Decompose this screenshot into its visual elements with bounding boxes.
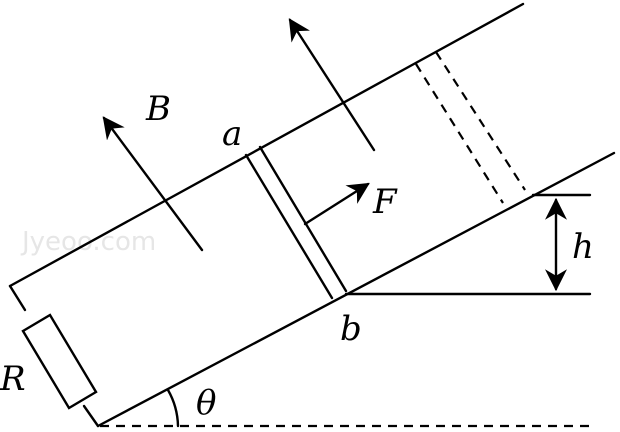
rod-ab-left-edge <box>244 153 334 300</box>
angle-arc <box>166 388 180 428</box>
rod-ab-right-edge <box>258 145 348 293</box>
label-b: b <box>340 309 362 349</box>
lower-rail <box>96 151 616 428</box>
label-h: h <box>572 227 594 267</box>
rod-final-position-left <box>415 63 504 204</box>
label-R: R <box>0 359 26 399</box>
label-theta: θ <box>196 383 216 423</box>
field-arrow-icon-left <box>102 116 204 252</box>
rod-final-position-right <box>435 51 526 191</box>
field-arrow-icon-right <box>288 18 376 152</box>
label-B: B <box>145 89 171 129</box>
label-F: F <box>372 182 398 222</box>
resistor-icon <box>21 313 98 410</box>
left-wire-lower <box>82 404 100 428</box>
label-a: a <box>222 114 242 154</box>
force-arrow-icon <box>303 182 370 226</box>
left-wire-upper <box>8 284 27 312</box>
upper-rail <box>8 2 525 288</box>
